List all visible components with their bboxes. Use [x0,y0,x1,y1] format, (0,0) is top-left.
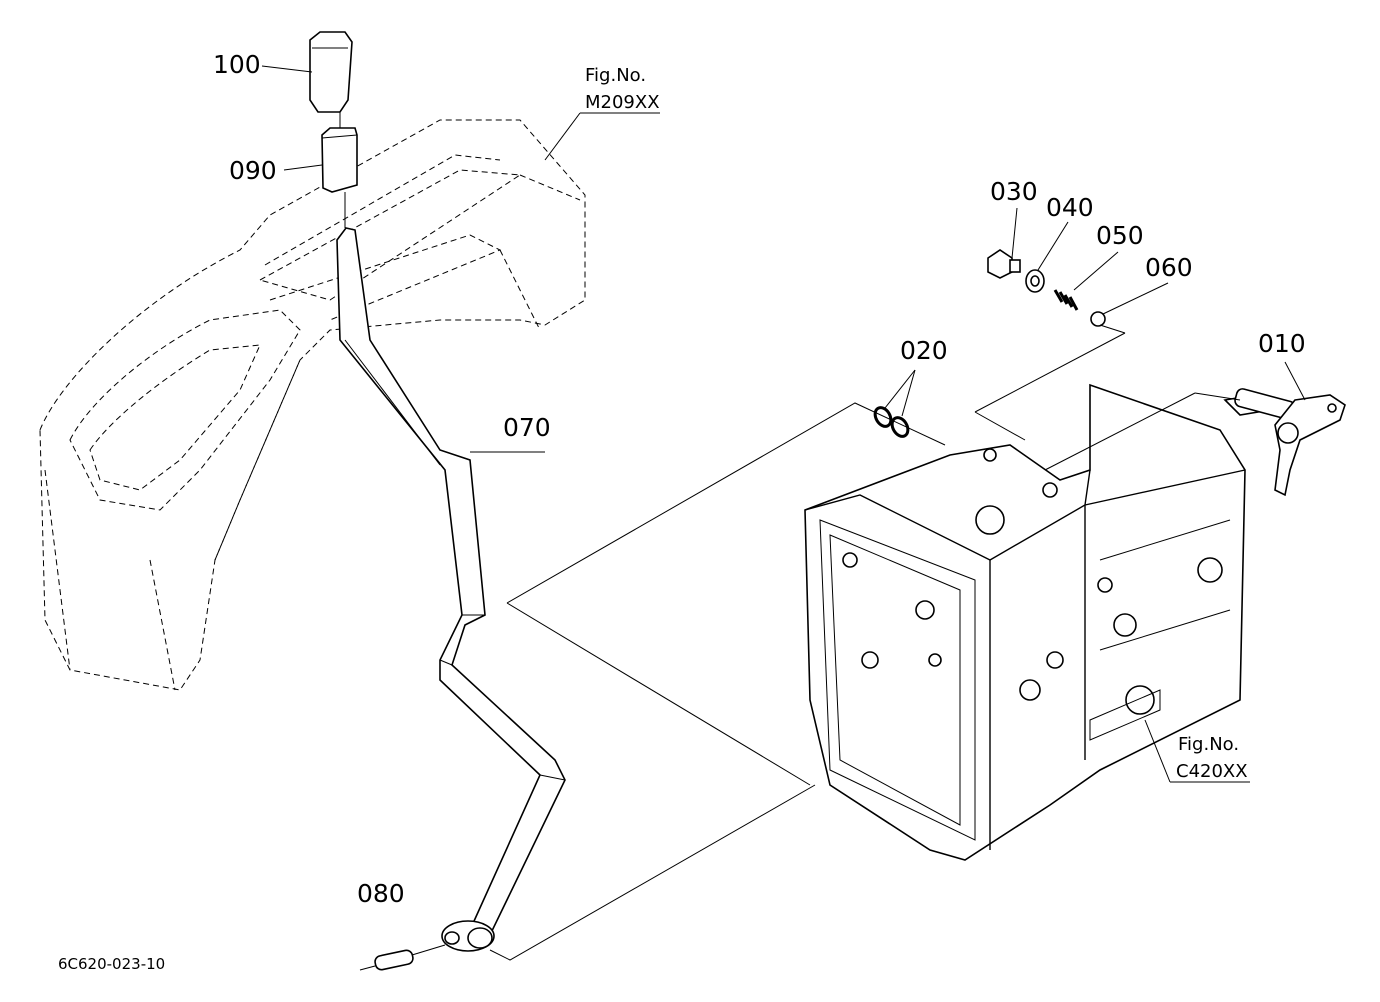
part-label-070: 070 [503,413,551,442]
sleeve-090 [321,127,358,193]
part-label-050: 050 [1096,221,1144,250]
pin-080 [359,944,446,971]
washer-040 [1025,269,1045,293]
fig-ref-housing-line2: C420XX [1176,761,1248,782]
cover-housing [39,119,586,691]
fig-ref-housing-line1: Fig.No. [1178,734,1239,755]
fig-ref-cover-line2: M209XX [585,92,660,113]
assembly-lines [339,112,1241,961]
part-label-030: 030 [990,177,1038,206]
part-label-090: 090 [229,156,277,185]
drawing-code: 6C620-023-10 [58,955,165,973]
o-rings-020 [873,406,910,438]
leader-lines [261,65,1306,783]
part-label-100: 100 [213,50,261,79]
leader-060-end [1099,324,1126,334]
shift-arm-010 [1223,388,1346,497]
part-label-040: 040 [1046,193,1094,222]
spring-050 [1053,289,1079,311]
part-label-020: 020 [900,336,948,365]
knob-100 [309,31,353,113]
part-label-010: 010 [1258,329,1306,358]
part-label-080: 080 [357,879,405,908]
plug-030 [987,249,1021,279]
transmission-case [804,383,1246,861]
fig-ref-cover-line1: Fig.No. [585,65,646,86]
lever-070 [336,227,566,952]
part-label-060: 060 [1145,253,1193,282]
ball-060 [1090,311,1106,327]
